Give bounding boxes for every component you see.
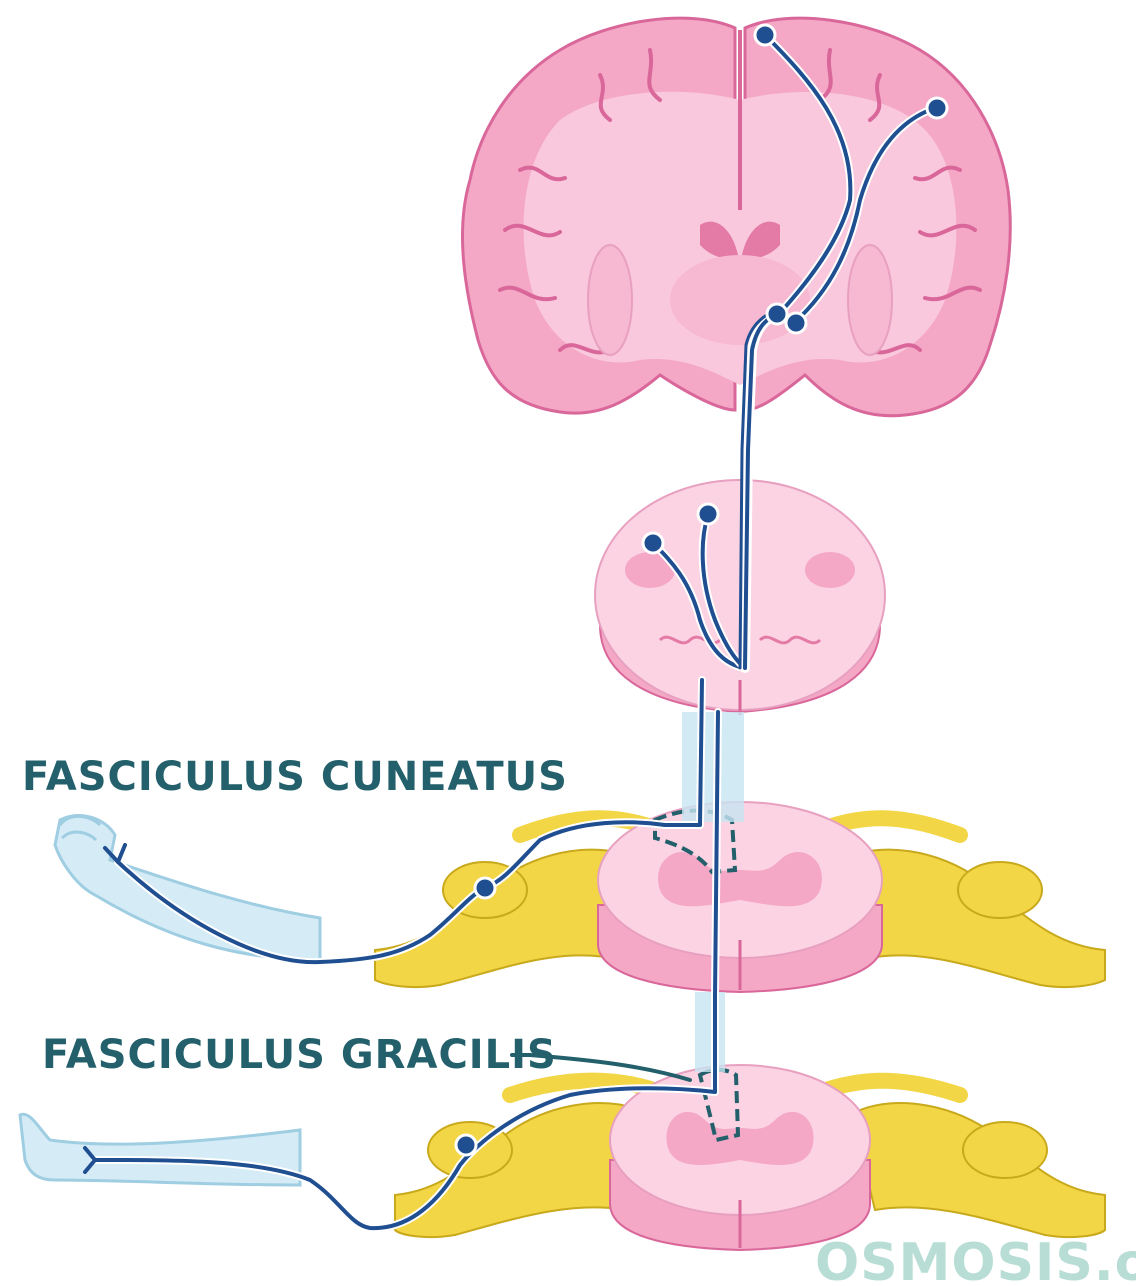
cervical-drg-neuron — [475, 878, 495, 898]
cervical-drg-right — [958, 862, 1042, 918]
cortex-neuron-medial — [755, 25, 775, 45]
label-fasciculus-cuneatus: FASCICULUS CUNEATUS — [22, 754, 568, 800]
nucleus-cuneatus-neuron — [643, 533, 663, 553]
lumbar-segment — [395, 1065, 1105, 1250]
leg — [20, 1114, 300, 1185]
nucleus-gracilis-neuron — [698, 504, 718, 524]
osmosis-watermark: OSMOSIS.o — [815, 1233, 1136, 1286]
ascending-column-lower — [695, 992, 725, 1072]
brain-basal-ganglia-right — [848, 245, 892, 355]
thalamus-neuron-1 — [767, 304, 787, 324]
thalamus-neuron-2 — [786, 313, 806, 333]
cortex-neuron-lateral — [927, 98, 947, 118]
medulla-olive-right — [805, 552, 855, 588]
arm — [55, 816, 320, 960]
label-fasciculus-gracilis: FASCICULUS GRACILIS — [42, 1032, 557, 1078]
lumbar-drg-right — [963, 1122, 1047, 1178]
leg-shape — [20, 1114, 300, 1185]
ascending-column-upper — [682, 712, 744, 822]
lumbar-drg-neuron — [456, 1135, 476, 1155]
lumbar-spinal-nerve-left — [395, 1103, 640, 1237]
brain — [462, 18, 1010, 416]
brain-basal-ganglia-left — [588, 245, 632, 355]
